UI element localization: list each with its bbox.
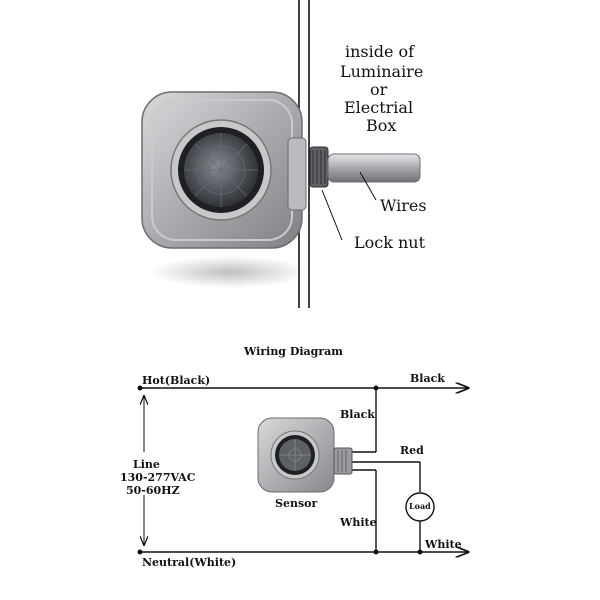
sensor-shadow xyxy=(150,256,310,288)
black-right-label: Black xyxy=(410,372,445,385)
wiring-diagram-title: Wiring Diagram xyxy=(244,345,343,358)
line-voltage-label: 130-277VAC xyxy=(120,471,196,484)
diagram-sensor-nipple xyxy=(333,447,353,475)
inside-label-line5: Box xyxy=(366,116,397,135)
load-junction xyxy=(417,549,423,555)
inside-label-line4: Electrial xyxy=(344,98,414,117)
neutral-junction xyxy=(373,549,379,555)
inside-label-line1: inside of xyxy=(345,42,415,61)
white-right-label: White xyxy=(425,538,462,551)
sensor-label: Sensor xyxy=(275,497,318,510)
black-sensor-label: Black xyxy=(340,408,375,421)
inside-label-line2: Luminaire xyxy=(340,62,424,81)
neutral-label: Neutral(White) xyxy=(142,556,237,569)
wire-tube xyxy=(327,153,421,183)
hot-label: Hot(Black) xyxy=(142,374,211,387)
wires-label: Wires xyxy=(380,196,427,215)
lock-nut-leader xyxy=(321,189,343,241)
lock-nut-label: Lock nut xyxy=(354,233,426,252)
line-frequency-label: 50-60HZ xyxy=(126,484,180,497)
sensor-side-clip xyxy=(287,137,307,211)
wires-leader xyxy=(359,171,377,201)
white-sensor-label: White xyxy=(340,516,377,529)
inside-label-line3: or xyxy=(370,80,388,99)
load-label: Load xyxy=(409,501,431,511)
red-label: Red xyxy=(400,444,424,457)
line-label: Line xyxy=(133,458,160,471)
